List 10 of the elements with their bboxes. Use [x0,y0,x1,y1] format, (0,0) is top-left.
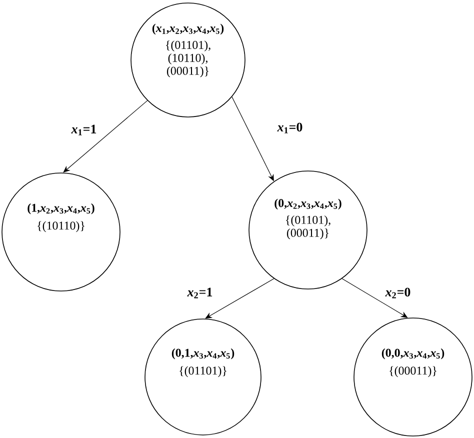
circle-node: (0,0,x$_{3}$,x$_{4}$,x$_{5}$) {(00011)} [354,318,472,436]
edge-label: x$_{1}$=0 [277,122,302,134]
circle-node: (x$_{1}$,x$_{2}$,x$_{3}$,x$_{4}$,x$_{5}$) {(01101), (10110), (00011)} [130,2,246,118]
arrow [205,278,274,319]
edge-label: x$_{2}$=1 [187,288,212,298]
circle-node: (0,x$_{2}$,x$_{3}$,x$_{4}$,x$_{5}$) {(01101), (00011)} [248,170,368,290]
edge-label: x$_{1}$=1 [71,124,96,136]
edge-label: x$_{2}$=0 [385,288,410,298]
circle-node: (1,x$_{2}$,x$_{3}$,x$_{4}$,x$_{5}$) {(10110)} [2,172,120,292]
circle-node: (0,1,x$_{3}$,x$_{4}$,x$_{5}$) {(01101)} [144,318,262,436]
